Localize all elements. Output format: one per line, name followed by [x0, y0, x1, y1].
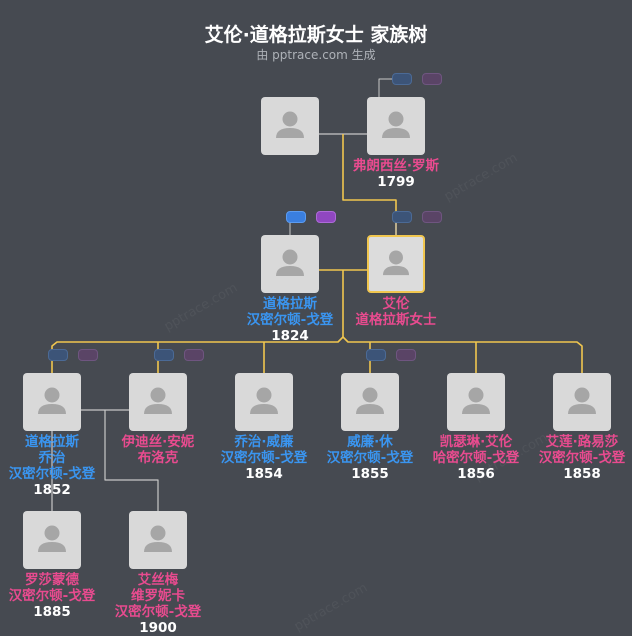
person-name-line: 道格拉斯女士 — [355, 312, 437, 328]
expand-purple-badge[interactable] — [422, 211, 442, 223]
expand-blue-badge[interactable] — [286, 211, 306, 223]
person-card-gf[interactable] — [261, 97, 319, 155]
person-birth-year: 1854 — [245, 466, 283, 482]
person-name-line: 艾伦 — [382, 296, 410, 312]
person-name-line: 汉密尔顿-戈登 — [220, 450, 308, 466]
person-name-line: 道格拉斯 — [25, 434, 79, 450]
person-name-line: 道格拉斯 — [263, 296, 317, 312]
person-silhouette-icon — [462, 387, 490, 414]
person-card-c4[interactable] — [447, 373, 505, 431]
person-card-c1w[interactable] — [129, 373, 187, 431]
person-name-line: 威廉·休 — [347, 434, 393, 450]
person-name-line: 汉密尔顿-戈登 — [538, 450, 626, 466]
descent-line — [104, 410, 159, 511]
person-card-gm[interactable] — [367, 97, 425, 155]
person-card-c5[interactable] — [553, 373, 611, 431]
person-name-line: 凯瑟琳·艾伦 — [439, 434, 513, 450]
person-name-line: 汉密尔顿-戈登 — [246, 312, 334, 328]
person-label: 艾伦道格拉斯女士 — [321, 296, 471, 328]
person-birth-year: 1858 — [563, 466, 601, 482]
person-name-line: 汉密尔顿-戈登 — [8, 588, 96, 604]
person-card-ellen[interactable] — [367, 235, 425, 293]
person-card-c3[interactable] — [341, 373, 399, 431]
children-bar — [51, 336, 583, 373]
person-silhouette-icon — [144, 387, 172, 414]
person-birth-year: 1856 — [457, 466, 495, 482]
person-name-line: 布洛克 — [137, 450, 179, 466]
person-birth-year: 1855 — [351, 466, 389, 482]
chart-title: 艾伦·道格拉斯女士 家族树 — [204, 24, 428, 46]
person-birth-year: 1799 — [377, 174, 415, 190]
person-card-g1[interactable] — [23, 511, 81, 569]
person-silhouette-icon — [250, 387, 278, 414]
person-name-line: 艾丝梅 — [137, 572, 179, 588]
chart-subtitle: 由 pptrace.com 生成 — [256, 48, 376, 62]
expand-blue-badge[interactable] — [48, 349, 68, 361]
expand-purple-badge[interactable] — [316, 211, 336, 223]
person-name-line: 伊迪丝·安妮 — [121, 434, 195, 450]
person-label: 伊迪丝·安妮布洛克 — [83, 434, 233, 466]
person-name-line: 汉密尔顿-戈登 — [114, 604, 202, 620]
person-silhouette-icon — [276, 111, 304, 138]
person-card-c2[interactable] — [235, 373, 293, 431]
person-name-line: 艾莲·路易莎 — [545, 434, 619, 450]
person-card-g2[interactable] — [129, 511, 187, 569]
expand-purple-badge[interactable] — [396, 349, 416, 361]
person-name-line: 罗莎蒙德 — [25, 572, 79, 588]
person-silhouette-icon — [38, 387, 66, 414]
person-silhouette-icon — [382, 111, 410, 138]
person-name-line: 乔治·威廉 — [234, 434, 294, 450]
expand-purple-badge[interactable] — [78, 349, 98, 361]
person-silhouette-icon — [144, 525, 172, 552]
person-birth-year: 1900 — [139, 620, 177, 636]
person-birth-year: 1824 — [271, 328, 309, 344]
expand-blue-badge[interactable] — [392, 211, 412, 223]
person-card-c1[interactable] — [23, 373, 81, 431]
person-silhouette-icon — [568, 387, 596, 414]
expand-purple-badge[interactable] — [422, 73, 442, 85]
person-silhouette-icon — [382, 250, 410, 276]
person-silhouette-icon — [356, 387, 384, 414]
expand-blue-badge[interactable] — [392, 73, 412, 85]
expand-purple-badge[interactable] — [184, 349, 204, 361]
person-name-line: 乔治 — [38, 450, 66, 466]
person-name-line: 维罗妮卡 — [131, 588, 185, 604]
badge-connector — [378, 78, 392, 97]
person-name-line: 汉密尔顿-戈登 — [326, 450, 414, 466]
person-silhouette-icon — [38, 525, 66, 552]
person-name-line: 弗朗西丝·罗斯 — [352, 158, 440, 174]
person-name-line: 哈密尔顿-戈登 — [432, 450, 520, 466]
person-card-husband[interactable] — [261, 235, 319, 293]
person-birth-year: 1885 — [33, 604, 71, 620]
expand-blue-badge[interactable] — [154, 349, 174, 361]
person-silhouette-icon — [276, 249, 304, 276]
person-name-line: 汉密尔顿-戈登 — [8, 466, 96, 482]
expand-blue-badge[interactable] — [366, 349, 386, 361]
person-birth-year: 1852 — [33, 482, 71, 498]
